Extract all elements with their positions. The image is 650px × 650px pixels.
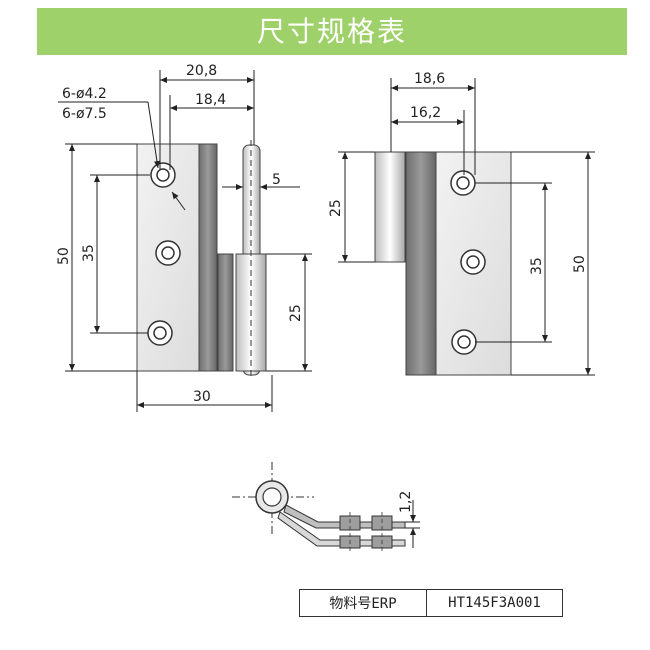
front-view: 20,8 18,4 6-ø4.2 6-ø7.5 50 35 5 25 (56, 63, 312, 412)
side-hole (460, 249, 486, 275)
dim-overall-width: 30 (193, 389, 211, 405)
dim-hole-pitch: 35 (81, 244, 97, 262)
side-dim-hole-pitch: 35 (529, 257, 545, 275)
part-number-value: HT145F3A001 (448, 595, 541, 611)
side-dim-height-total: 50 (572, 255, 588, 273)
side-hole (451, 329, 477, 355)
side-dim-width-outer: 18,6 (414, 71, 445, 87)
front-hole (155, 240, 181, 266)
part-number-table: 物料号ERP HT145F3A001 (299, 589, 563, 617)
part-number-label: 物料号ERP (300, 590, 427, 616)
section-dim-thickness: 1,2 (398, 491, 414, 513)
dim-height-total: 50 (56, 247, 72, 265)
side-knuckle (374, 151, 406, 263)
dim-pin-diameter: 5 (272, 172, 281, 188)
side-view: 18,6 16,2 25 35 50 (328, 71, 595, 376)
dim-width-inner: 18,4 (195, 92, 226, 108)
dim-width-outer: 20,8 (186, 63, 217, 79)
dim-knuckle-length: 25 (288, 304, 304, 322)
section-view: 1,2 (232, 462, 420, 552)
front-hole (150, 162, 176, 188)
section-leaf (277, 511, 406, 547)
side-dim-knuckle-length: 25 (328, 199, 344, 217)
page-title: 尺寸规格表 (256, 15, 407, 48)
front-hole (147, 320, 173, 346)
hinge-knuckle (217, 253, 234, 372)
hole-spec-small: 6-ø4.2 (62, 86, 107, 102)
side-plate-edge (405, 151, 437, 376)
side-dim-width-inner: 16,2 (410, 105, 441, 121)
title-banner: 尺寸规格表 (37, 8, 627, 55)
side-hole (450, 170, 476, 196)
hole-spec-large: 6-ø7.5 (62, 106, 107, 122)
front-plate-edge (198, 143, 218, 372)
